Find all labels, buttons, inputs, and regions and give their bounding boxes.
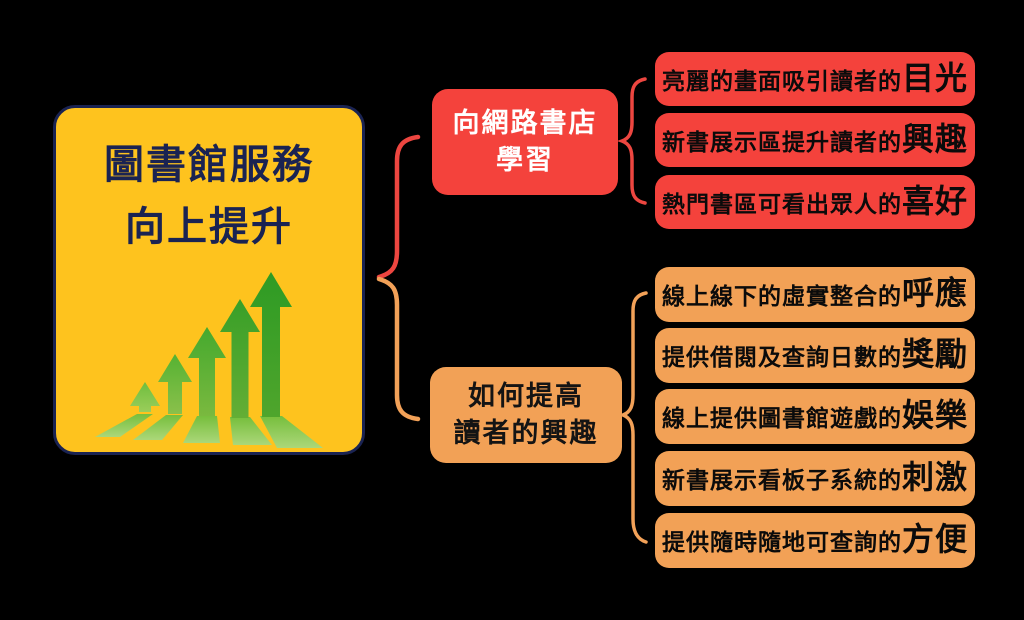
leaf-item-eye-catching: 亮麗的畫面吸引讀者的目光 xyxy=(655,52,975,106)
leaf-item-reward: 提供借閱及查詢日數的獎勵 xyxy=(655,328,975,383)
branch-node-raise-interest: 如何提高 讀者的興趣 xyxy=(430,367,622,463)
leaf-item-billboard: 新書展示看板子系統的刺激 xyxy=(655,451,975,506)
arrow-1 xyxy=(130,382,160,412)
main-topic-title-line1: 圖書館服務 xyxy=(104,143,314,187)
arrow-tail xyxy=(260,416,323,448)
leaf-item-emphasis: 刺激 xyxy=(901,459,968,495)
branch-brace-orange xyxy=(618,291,648,544)
leaf-item-new-book-area: 新書展示區提升讀者的興趣 xyxy=(655,113,975,167)
leaf-item-games: 線上提供圖書館遊戲的娛樂 xyxy=(655,389,975,444)
arrow-4 xyxy=(220,299,260,418)
leaf-item-lead: 線上線下的虛實整合的 xyxy=(661,283,902,309)
growth-arrows-icon xyxy=(95,272,323,448)
main-topic-title-line2: 向上提升 xyxy=(125,205,293,249)
leaf-item-emphasis: 目光 xyxy=(901,60,968,96)
leaf-item-lead: 新書展示看板子系統的 xyxy=(661,467,902,493)
leaf-item-lead: 新書展示區提升讀者的 xyxy=(661,129,902,155)
branch-brace-red xyxy=(617,77,647,205)
leaf-item-emphasis: 娛樂 xyxy=(901,397,968,433)
leaf-item-lead: 熱門書區可看出眾人的 xyxy=(661,191,902,217)
leaf-item-emphasis: 興趣 xyxy=(901,121,968,157)
branch-label-line1: 如何提高 xyxy=(468,381,584,411)
arrow-3 xyxy=(188,327,226,416)
leaf-item-lead: 提供借閱及查詢日數的 xyxy=(661,344,902,370)
leaf-item-emphasis: 喜好 xyxy=(901,183,968,219)
leaf-item-anywhere-query: 提供隨時隨地可查詢的方便 xyxy=(655,513,975,568)
arrow-tail xyxy=(133,415,183,440)
main-topic-node: 圖書館服務 向上提升 xyxy=(53,105,365,455)
arrow-tail xyxy=(95,414,153,437)
leaf-item-lead: 線上提供圖書館遊戲的 xyxy=(661,405,902,431)
branch-label-line2: 學習 xyxy=(496,145,554,175)
main-topic-title: 圖書館服務 向上提升 xyxy=(56,134,362,258)
arrow-2 xyxy=(158,354,192,414)
leaf-item-popular-area: 熱門書區可看出眾人的喜好 xyxy=(655,175,975,229)
leaf-item-lead: 亮麗的畫面吸引讀者的 xyxy=(661,68,902,94)
arrow-tail xyxy=(230,417,272,445)
leaf-item-emphasis: 方便 xyxy=(901,521,968,557)
main-brace-top xyxy=(376,134,421,280)
main-brace-bottom xyxy=(376,276,421,422)
branch-label-line1: 向網路書店 xyxy=(452,108,598,138)
branch-node-online-bookstore: 向網路書店 學習 xyxy=(432,89,618,195)
arrow-5 xyxy=(250,272,292,417)
leaf-item-emphasis: 獎勵 xyxy=(901,336,968,372)
branch-label-line2: 讀者的興趣 xyxy=(453,418,599,448)
leaf-item-emphasis: 呼應 xyxy=(901,275,968,311)
leaf-item-online-offline: 線上線下的虛實整合的呼應 xyxy=(655,267,975,322)
arrow-tail xyxy=(183,416,220,443)
leaf-item-lead: 提供隨時隨地可查詢的 xyxy=(661,529,902,555)
